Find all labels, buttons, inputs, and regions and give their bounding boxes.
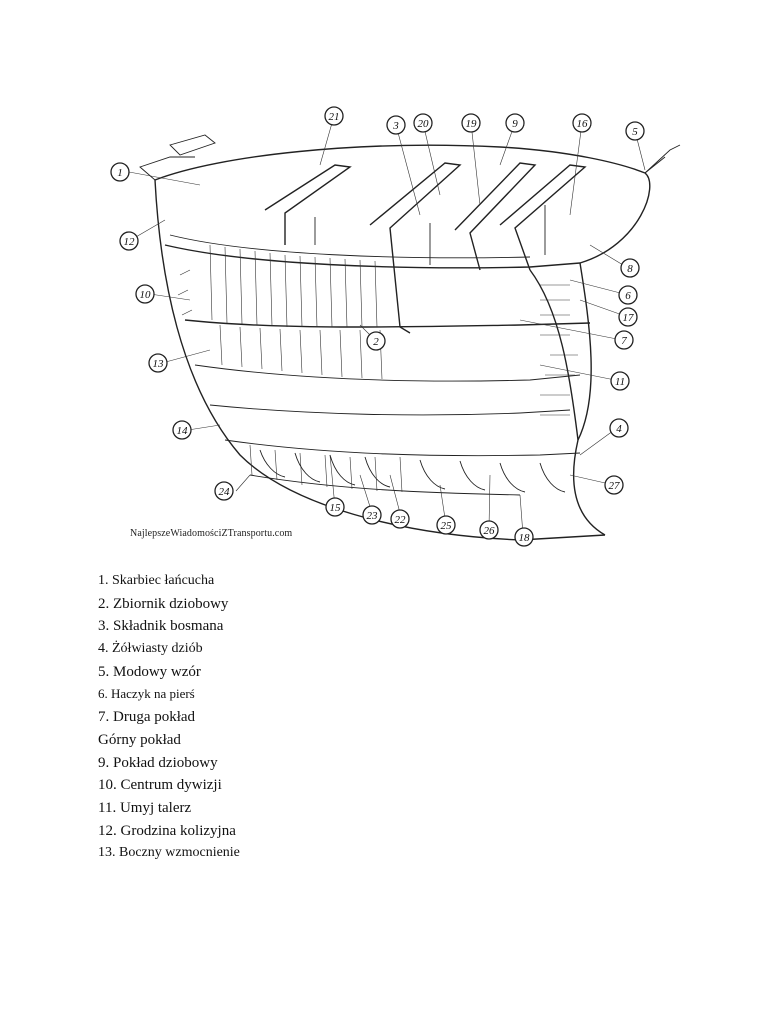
svg-text:7: 7: [621, 335, 627, 347]
callout-21: 21: [324, 106, 344, 126]
svg-text:17: 17: [623, 312, 635, 324]
callout-1: 1: [110, 162, 130, 182]
legend-item: 1. Skarbiec łańcucha: [98, 573, 215, 588]
callout-3: 3: [386, 115, 406, 135]
callout-25: 25: [436, 515, 456, 535]
svg-text:9: 9: [512, 118, 518, 130]
svg-text:8: 8: [627, 263, 633, 275]
legend-item: 10. Centrum dywizji: [98, 777, 222, 794]
callout-8: 8: [620, 258, 640, 278]
leader-lines: [128, 115, 646, 536]
legend-item: 4. Żółwiasty dziób: [98, 641, 203, 657]
hull-outline: [139, 134, 681, 541]
callout-5: 5: [625, 121, 645, 141]
svg-text:23: 23: [367, 510, 379, 522]
double-bottom: [177, 269, 578, 493]
svg-text:20: 20: [418, 118, 430, 130]
svg-text:26: 26: [484, 525, 496, 537]
callout-15: 15: [325, 497, 345, 517]
svg-text:18: 18: [519, 532, 531, 544]
callout-20: 20: [413, 113, 433, 133]
svg-text:1: 1: [117, 167, 123, 179]
web-frames: [264, 162, 587, 334]
svg-text:24: 24: [219, 486, 231, 498]
callout-16: 16: [572, 113, 592, 133]
svg-text:27: 27: [609, 480, 621, 492]
callout-18: 18: [514, 527, 534, 547]
svg-text:16: 16: [577, 118, 589, 130]
callout-23: 23: [362, 505, 382, 525]
svg-text:22: 22: [395, 514, 407, 526]
svg-text:4: 4: [616, 423, 622, 435]
stiffeners: [209, 244, 403, 493]
svg-text:3: 3: [392, 120, 399, 132]
callout-2: 2: [366, 331, 386, 351]
svg-text:21: 21: [329, 111, 340, 123]
callout-10: 10: [135, 284, 155, 304]
callout-14: 14: [172, 420, 192, 440]
svg-text:25: 25: [441, 520, 453, 532]
legend-item: 3. Składnik bosmana: [98, 618, 224, 635]
svg-text:6: 6: [625, 290, 631, 302]
callout-13: 13: [148, 353, 168, 373]
legend-item: 7. Druga pokład: [98, 709, 196, 726]
callout-6: 6: [618, 285, 638, 305]
ship-bow-structure-diagram: 21 3 20 19 9 16 5 1 12 8 6 10 17 7 2 13 …: [110, 106, 681, 547]
callout-19: 19: [461, 113, 481, 133]
svg-text:5: 5: [632, 126, 638, 138]
legend-item: Górny pokład: [98, 731, 181, 748]
callout-27: 27: [604, 475, 624, 495]
legend-item: 6. Haczyk na pierś: [98, 686, 195, 702]
svg-text:12: 12: [124, 236, 136, 248]
callout-12: 12: [119, 231, 139, 251]
callout-24: 24: [214, 481, 234, 501]
callout-22: 22: [390, 509, 410, 529]
callout-17: 17: [618, 307, 638, 327]
parts-legend: 1. Skarbiec łańcucha 2. Zbiornik dziobow…: [98, 570, 240, 865]
callout-7: 7: [614, 330, 634, 350]
legend-item: 2. Zbiornik dziobowy: [98, 595, 229, 612]
svg-text:19: 19: [466, 118, 478, 130]
legend-item: 9. Pokład dziobowy: [98, 754, 218, 771]
svg-text:14: 14: [177, 425, 189, 437]
svg-text:2: 2: [373, 336, 379, 348]
svg-text:15: 15: [330, 502, 342, 514]
svg-text:10: 10: [140, 289, 152, 301]
svg-text:11: 11: [615, 376, 625, 388]
decks: [164, 234, 591, 496]
watermark-caption: NajlepszeWiadomościZTransportu.com: [130, 528, 293, 539]
callout-9: 9: [505, 113, 525, 133]
callout-markers: 21 3 20 19 9 16 5 1 12 8 6 10 17 7 2 13 …: [110, 106, 645, 547]
svg-text:13: 13: [153, 358, 165, 370]
callout-4: 4: [609, 418, 629, 438]
legend-item: 5. Modowy wzór: [98, 663, 201, 680]
legend-item: 11. Umyj talerz: [98, 799, 192, 816]
legend-item: 13. Boczny wzmocnienie: [98, 845, 240, 861]
callout-26: 26: [479, 520, 499, 540]
callout-11: 11: [610, 371, 630, 391]
legend-item: 12. Grodzina kolizyjna: [98, 822, 236, 839]
